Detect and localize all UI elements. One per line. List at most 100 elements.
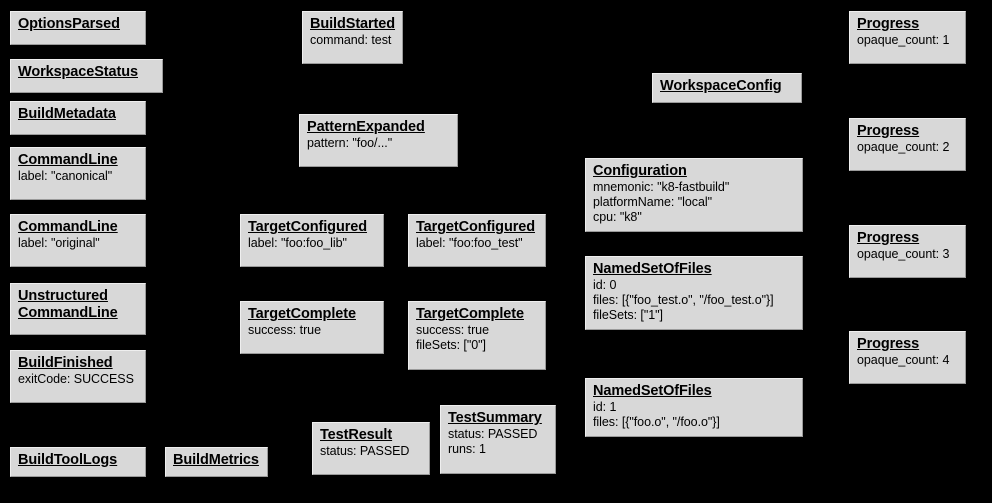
node-title-line: BuildStarted [310,16,396,32]
node-build-metrics[interactable]: BuildMetrics [165,447,268,477]
node-title-line: CommandLine [18,152,118,168]
node-title-line: CommandLine [18,305,118,321]
node-title-line: TargetComplete [416,306,524,322]
node-title: Progress [857,336,959,353]
node-title: BuildFinished [18,355,139,372]
node-field: files: [{"foo.o", "/foo.o"}] [593,415,720,429]
node-field: platformName: "local" [593,195,712,209]
node-title: Progress [857,123,959,140]
node-field: success: true [248,323,321,337]
node-title: TestResult [320,427,423,444]
node-title: Progress [857,16,959,33]
node-field: opaque_count: 1 [857,33,950,47]
node-title: TargetConfigured [416,219,539,236]
node-title: BuildStarted [310,16,396,33]
node-title-line: Progress [857,16,920,32]
node-field: id: 0 [593,278,617,292]
node-title: TargetConfigured [248,219,377,236]
node-title-line: BuildFinished [18,355,113,371]
node-workspace-status[interactable]: WorkspaceStatus [10,59,163,93]
node-title-line: Progress [857,123,920,139]
node-field: id: 1 [593,400,617,414]
node-title-line: TargetConfigured [416,219,535,235]
node-build-metadata[interactable]: BuildMetadata [10,101,146,135]
node-title-line: WorkspaceConfig [660,78,782,94]
node-title: TargetComplete [416,306,539,323]
node-title-line: OptionsParsed [18,16,120,32]
node-title-line: Progress [857,230,920,246]
node-title-line: TargetConfigured [248,219,367,235]
node-title: BuildMetrics [173,452,261,469]
node-title-line: BuildMetrics [173,452,259,468]
node-options-parsed[interactable]: OptionsParsed [10,11,146,45]
node-title-line: Configuration [593,163,687,179]
node-title: WorkspaceConfig [660,78,795,95]
node-title: Configuration [593,163,796,180]
node-title: CommandLine [18,152,139,169]
node-title-line: TargetComplete [248,306,356,322]
node-field: files: [{"foo_test.o", "/foo_test.o"}] [593,293,774,307]
node-field: label: "foo:foo_lib" [248,236,347,250]
node-title: BuildToolLogs [18,452,139,469]
node-title-line: CommandLine [18,219,118,235]
node-field: label: "foo:foo_test" [416,236,523,250]
node-title-line: BuildMetadata [18,106,116,122]
node-field: label: "canonical" [18,169,113,183]
node-title-line: TestSummary [448,410,542,426]
node-title-line: NamedSetOfFiles [593,261,712,277]
node-build-tool-logs[interactable]: BuildToolLogs [10,447,146,477]
node-field: label: "original" [18,236,100,250]
node-title-line: TestResult [320,427,393,443]
node-title: TargetComplete [248,306,377,323]
node-title: PatternExpanded [307,119,451,136]
node-title: Progress [857,230,959,247]
node-title: NamedSetOfFiles [593,383,796,400]
node-title: OptionsParsed [18,16,139,33]
node-title: NamedSetOfFiles [593,261,796,278]
node-field: fileSets: ["0"] [416,338,486,352]
node-field: status: PASSED [448,427,538,441]
node-title: WorkspaceStatus [18,64,156,81]
node-title: TestSummary [448,410,549,427]
node-field: runs: 1 [448,442,486,456]
node-title-line: PatternExpanded [307,119,425,135]
node-title-line: Progress [857,336,920,352]
node-field: mnemonic: "k8-fastbuild" [593,180,730,194]
node-field: opaque_count: 3 [857,247,950,261]
node-field: exitCode: SUCCESS [18,372,134,386]
node-title: CommandLine [18,219,139,236]
node-workspace-config[interactable]: WorkspaceConfig [652,73,802,103]
node-field: opaque_count: 4 [857,353,950,367]
node-field: pattern: "foo/..." [307,136,393,150]
node-field: cpu: "k8" [593,210,642,224]
node-title-line: NamedSetOfFiles [593,383,712,399]
node-title-line: WorkspaceStatus [18,64,138,80]
node-field: fileSets: ["1"] [593,308,663,322]
node-field: status: PASSED [320,444,410,458]
node-title-line: Unstructured [18,288,108,304]
node-title: BuildMetadata [18,106,139,123]
node-title-line: BuildToolLogs [18,452,118,468]
node-field: success: true [416,323,489,337]
